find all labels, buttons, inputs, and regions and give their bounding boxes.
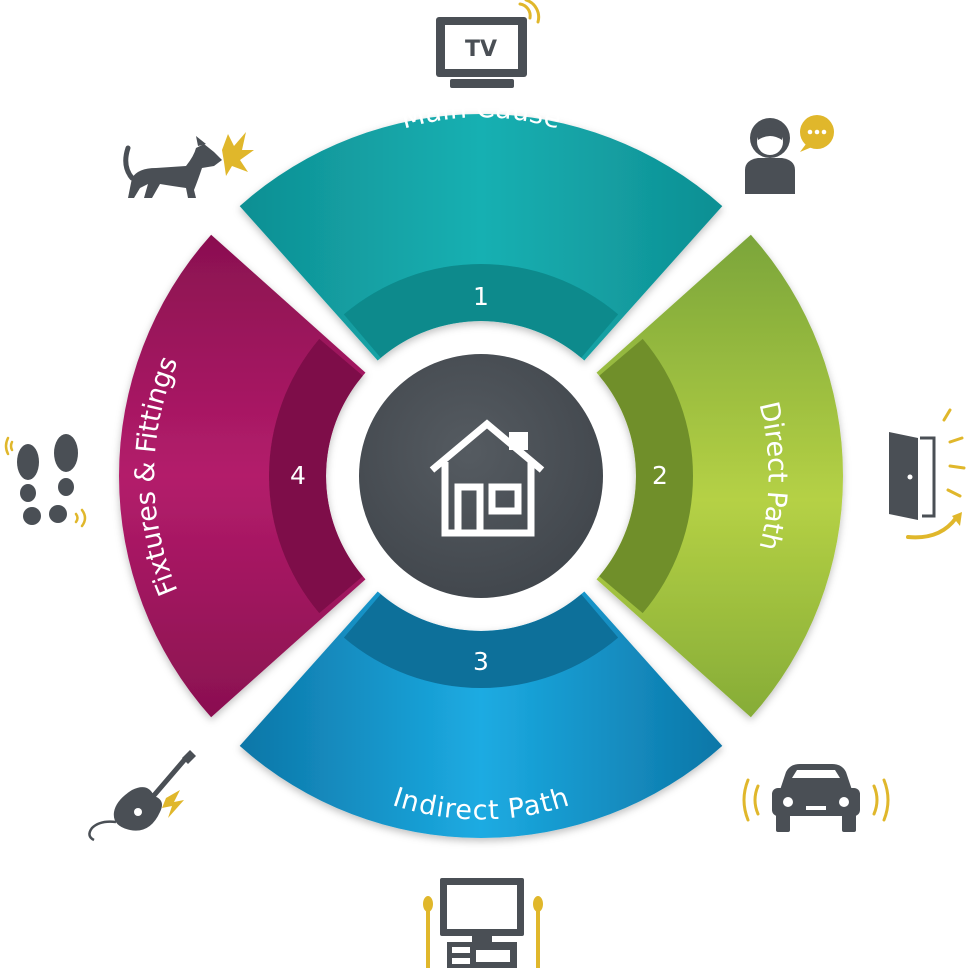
barking-dog-icon	[123, 132, 254, 198]
door-opening-icon	[889, 408, 966, 540]
fixtures-fittings-segment	[118, 234, 366, 718]
main-cause-segment	[239, 113, 723, 361]
woman-speaking-icon	[745, 115, 834, 194]
segment-number-2: 2	[652, 461, 668, 490]
direct-path-segment-inner-band	[599, 338, 693, 614]
center-hub	[359, 354, 603, 598]
car-horn-icon	[742, 764, 890, 832]
segment-number-4: 4	[290, 461, 306, 490]
tv-icon: TV	[436, 0, 541, 88]
main-cause-segment-inner-band	[343, 263, 619, 358]
segment-number-1: 1	[473, 282, 489, 311]
segment-number-3: 3	[473, 647, 489, 676]
indirect-path-segment-inner-band	[343, 594, 619, 689]
ring	[118, 113, 843, 839]
home-theater-icon	[423, 878, 543, 968]
direct-path-segment	[596, 234, 843, 718]
indirect-path-segment	[239, 591, 723, 839]
fixtures-fittings-segment-inner-band	[269, 338, 363, 614]
footsteps-icon	[4, 434, 87, 528]
svg-text:TV: TV	[465, 37, 497, 62]
house-icon	[429, 419, 545, 537]
electric-guitar-icon	[88, 750, 196, 842]
